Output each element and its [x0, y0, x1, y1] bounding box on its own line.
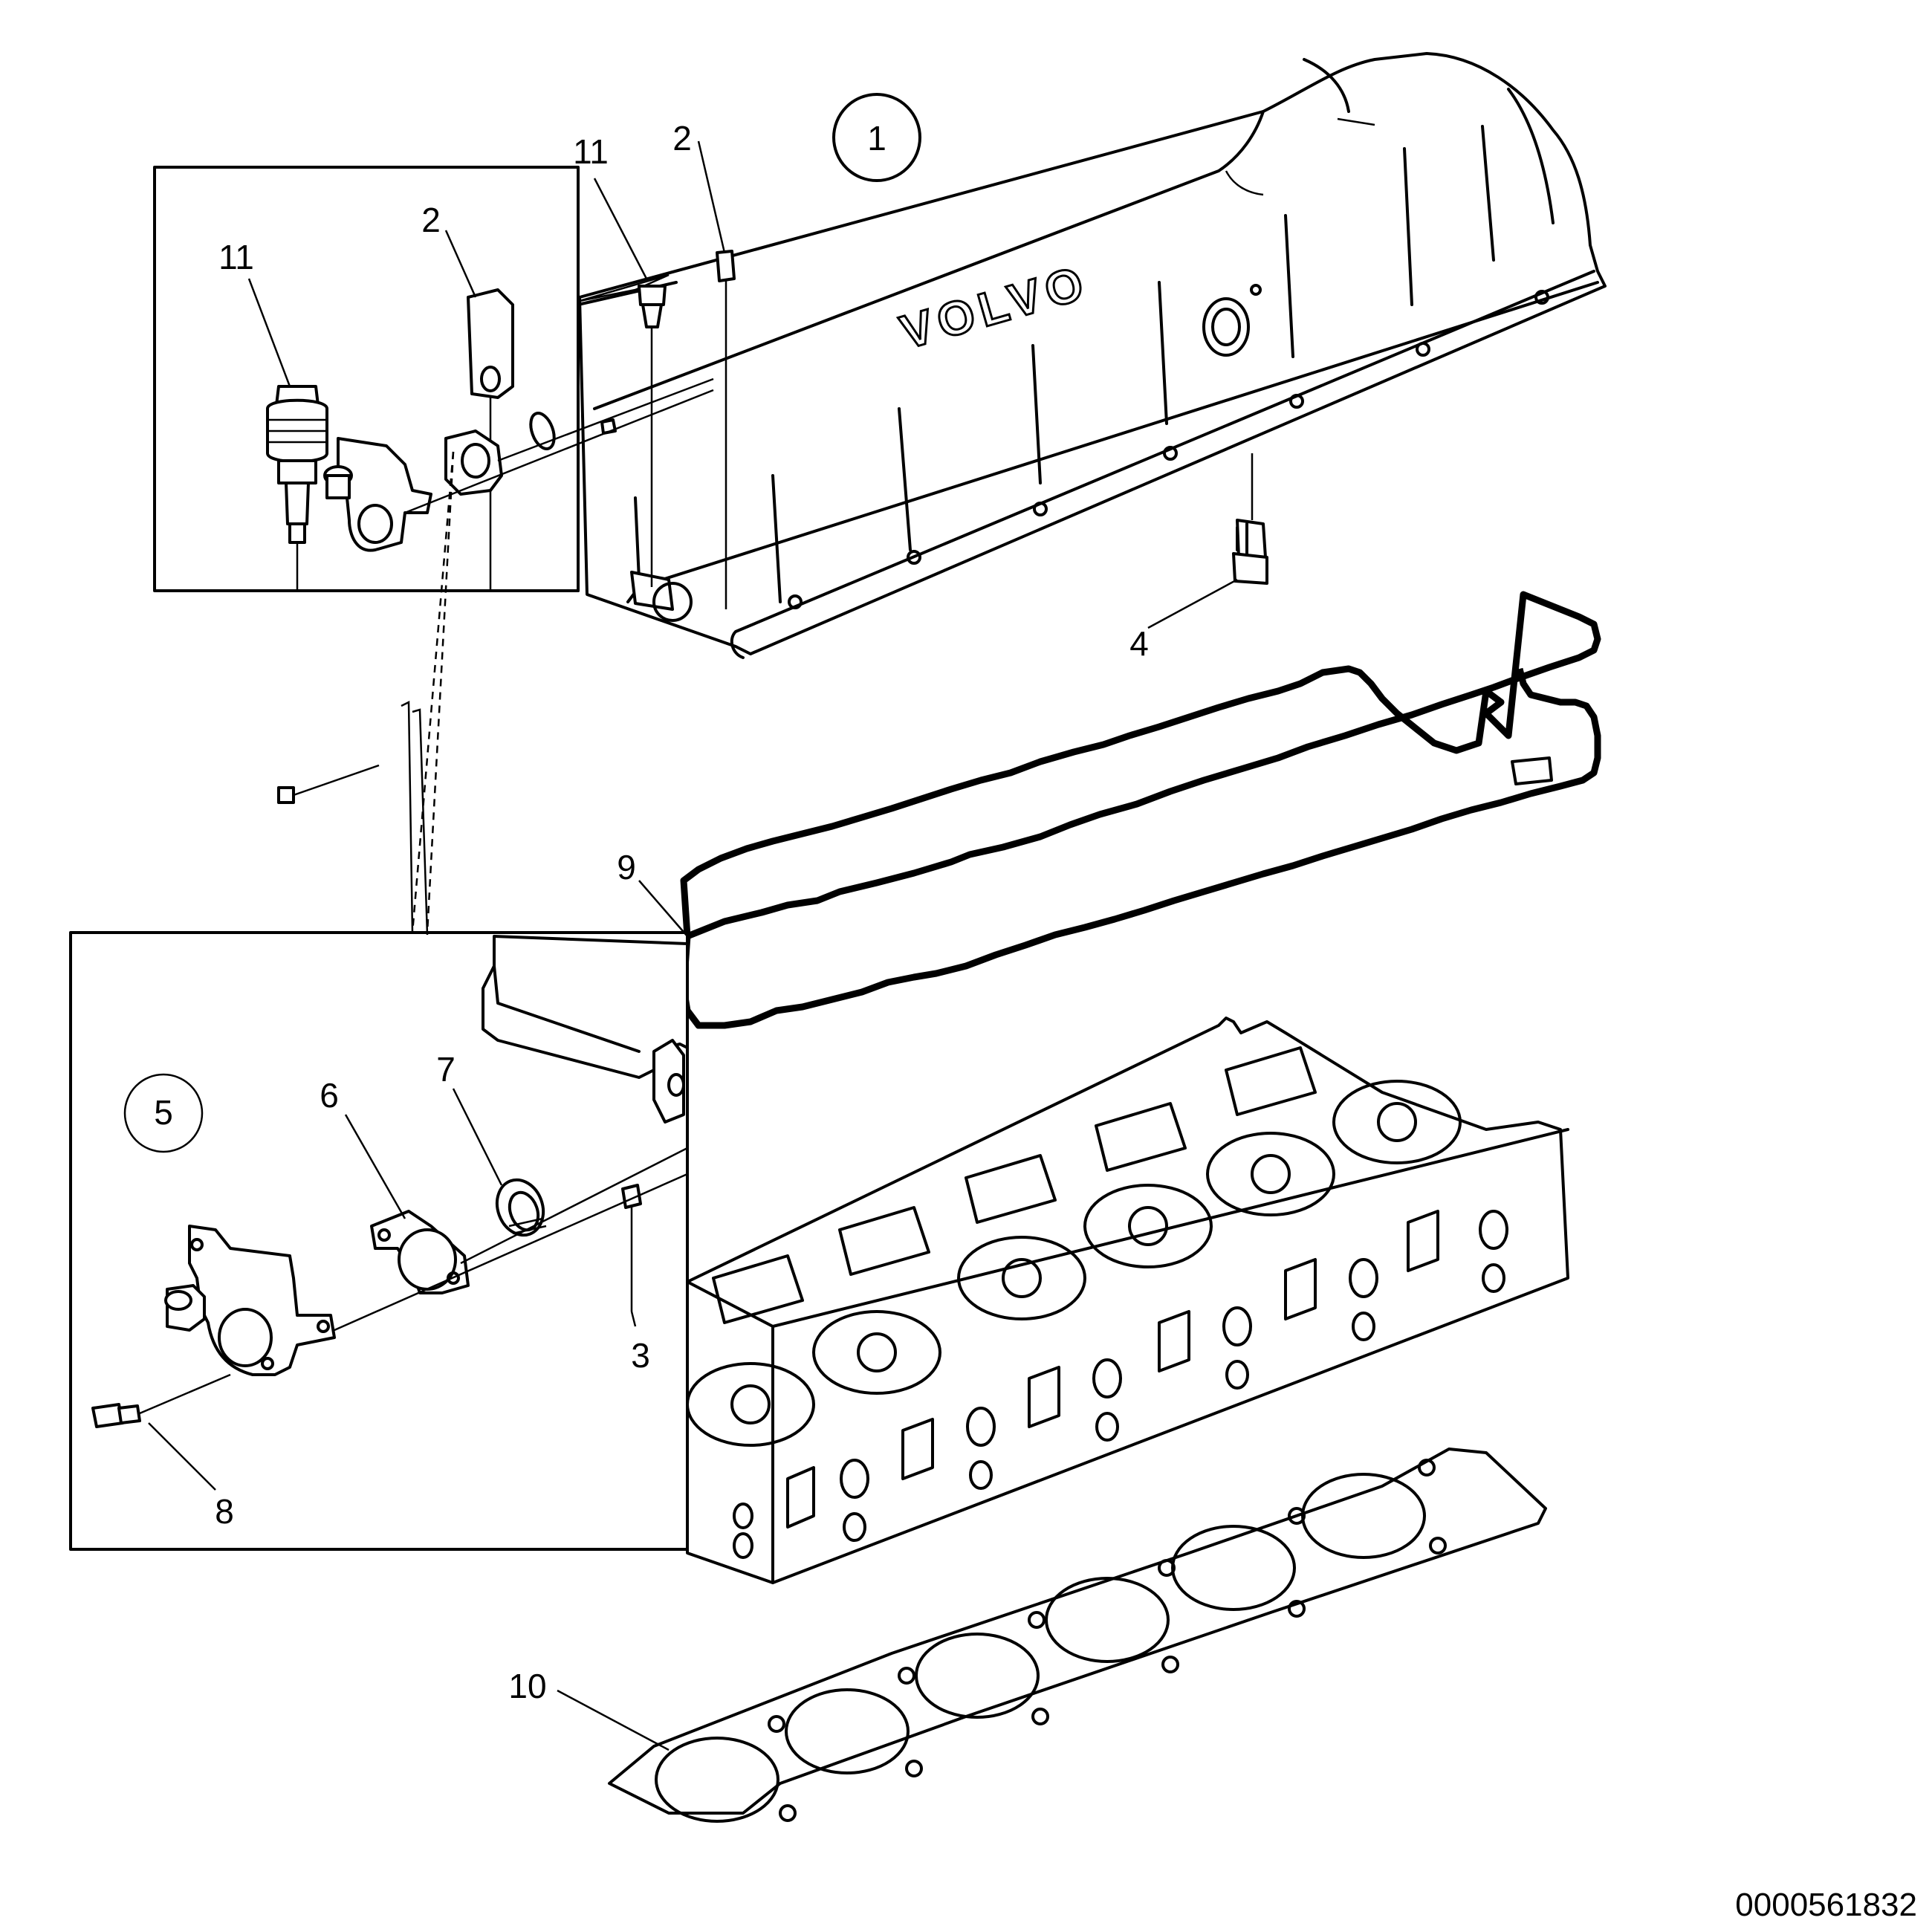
callout-2-cover: 2: [672, 119, 692, 158]
bracket-flange: [370, 1210, 470, 1294]
callouts: 1 2 2 3 4 5 6 7 8 9 10 11 11: [154, 93, 1149, 1705]
detail-view-cover-end: [69, 700, 689, 1551]
clip-part-4: [1232, 453, 1268, 585]
callout-1: 1: [867, 119, 886, 158]
valve-cover-gasket: [680, 591, 1601, 1029]
callout-4: 4: [1129, 624, 1149, 663]
head-combustion-ports: [686, 1080, 1462, 1447]
sensor-bracket: [164, 1225, 336, 1376]
cover-sensor-11: [638, 285, 667, 587]
flange-bolt: [91, 1403, 141, 1428]
callout-11-detail: 11: [218, 238, 254, 276]
callout-3: 3: [631, 1336, 650, 1375]
cylinder-head-gasket: [608, 1448, 1547, 1823]
gasket-small-holes: [768, 1459, 1447, 1822]
sensor-assembly-small: [277, 377, 714, 804]
callout-6: 6: [320, 1076, 339, 1115]
seal-ring: [495, 1178, 547, 1237]
leader-lines: [148, 140, 1238, 1751]
head-top-rectangles: [712, 1046, 1317, 1324]
callout-7: 7: [436, 1050, 456, 1089]
callout-8: 8: [215, 1492, 234, 1531]
sensor-part-11: [266, 385, 328, 591]
cover-bolt-holes: [788, 284, 1549, 609]
callout-10: 10: [508, 1667, 546, 1705]
callout-5: 5: [154, 1093, 173, 1132]
valve-cover: VOLVO: [578, 52, 1607, 659]
callout-11-cover: 11: [573, 132, 609, 171]
callout-2-detail: 2: [421, 201, 441, 239]
callout-9: 9: [617, 848, 636, 886]
cover-clip-2: [716, 250, 736, 609]
cylinder-head: [686, 1017, 1569, 1584]
document-number: 0000561832: [1735, 1887, 1917, 1923]
clip-part-2: [467, 288, 514, 591]
head-side-ports: [733, 1210, 1508, 1559]
